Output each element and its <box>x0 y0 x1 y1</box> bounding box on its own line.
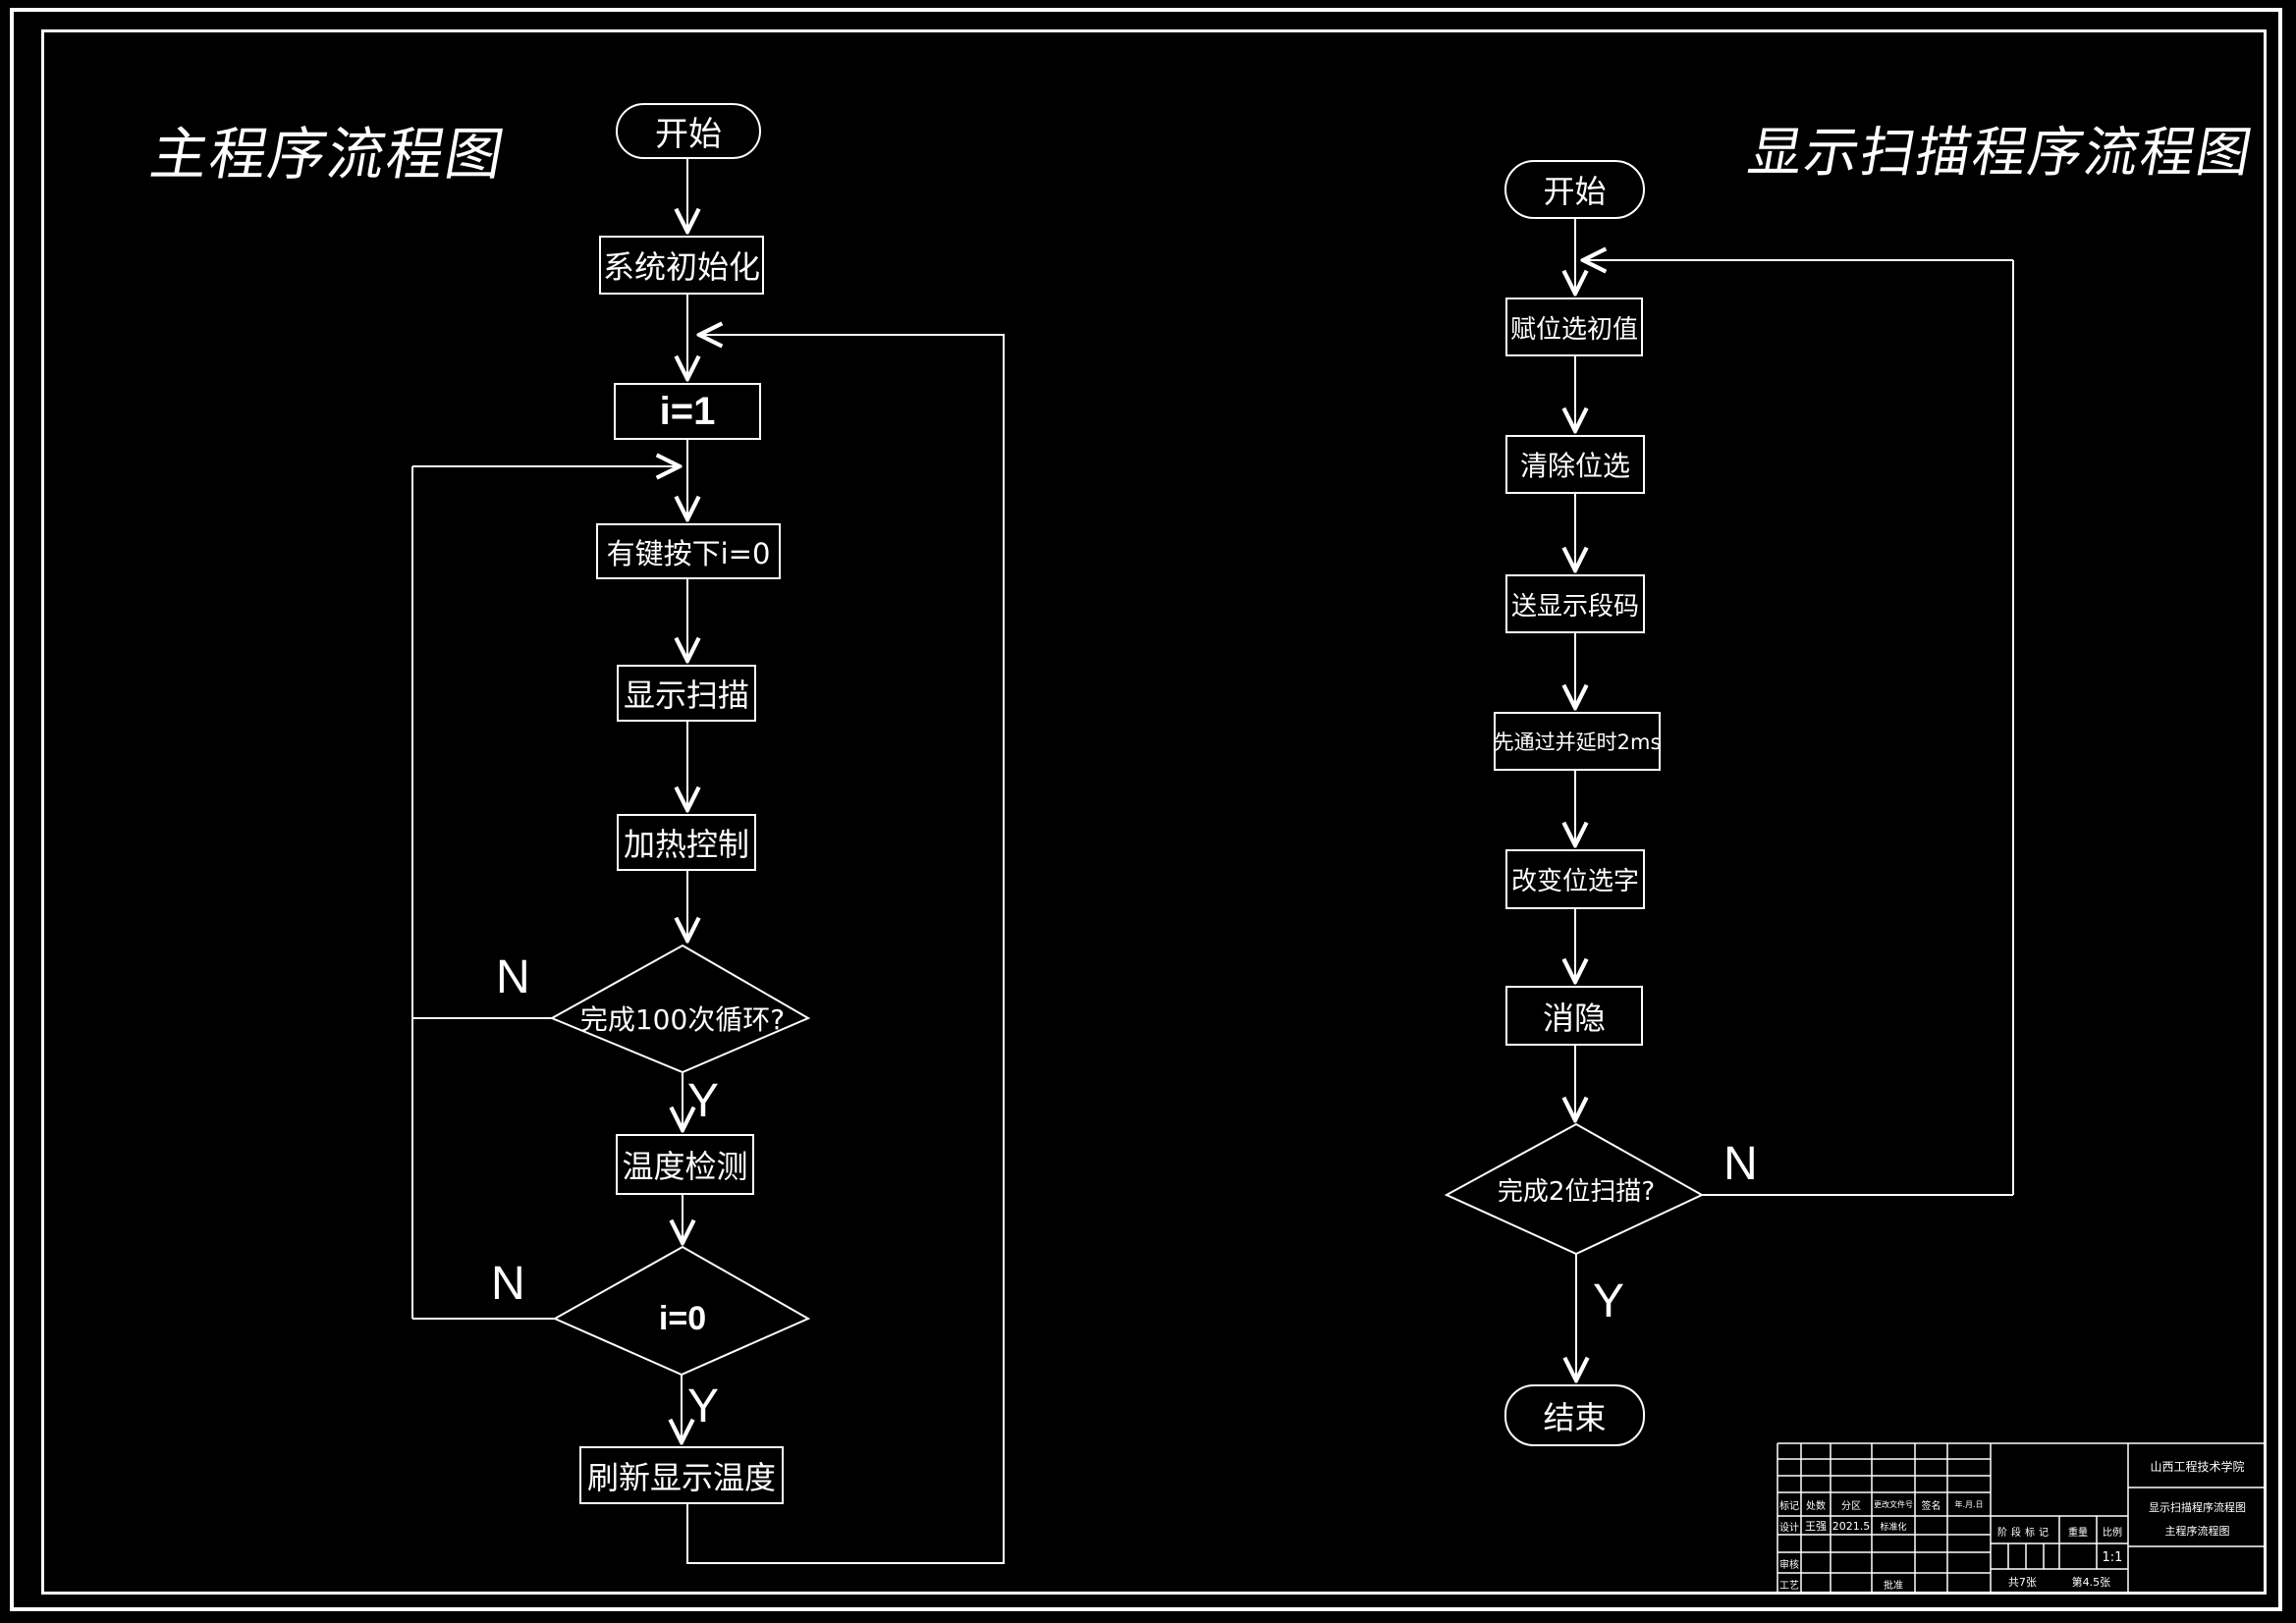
decision-i-zero: i=0 <box>658 1299 707 1337</box>
node-refresh-display: 刷新显示温度 <box>579 1446 784 1504</box>
node-blanking: 消隐 <box>1505 986 1643 1046</box>
tb-standardization-label: 标准化 <box>1880 1522 1907 1533</box>
node-temp-detect: 温度检测 <box>616 1134 754 1195</box>
branch-label-i-y: Y <box>687 1380 720 1433</box>
right-chart-title: 显示扫描程序流程图 <box>1743 121 2259 184</box>
tb-header-date: 年.月.日 <box>1954 1499 1984 1509</box>
node-gate-delay: 先通过并延时2ms <box>1494 712 1661 771</box>
node-assign-initial: 赋位选初值 <box>1505 298 1643 356</box>
node-system-init: 系统初始化 <box>599 236 764 295</box>
node-clear-bit-select: 清除位选 <box>1505 435 1645 494</box>
tb-process-label: 工艺 <box>1779 1580 1799 1592</box>
node-send-segment-code: 送显示段码 <box>1505 574 1645 633</box>
sheet-inner-frame <box>41 29 2267 1595</box>
node-heat-control: 加热控制 <box>617 814 756 871</box>
tb-date-value: 2021.5 <box>1831 1519 1871 1533</box>
tb-review-label: 审核 <box>1779 1559 1799 1571</box>
tb-scale-label: 比例 <box>2103 1527 2122 1539</box>
tb-designer-name: 王强 <box>1805 1520 1827 1533</box>
node-right-start: 开始 <box>1504 160 1645 219</box>
tb-school-name: 山西工程技术学院 <box>2150 1459 2245 1474</box>
tb-scale-value: 1:1 <box>2102 1549 2123 1565</box>
tb-header-signature: 签名 <box>1921 1500 1941 1512</box>
left-chart-title: 主程序流程图 <box>145 121 512 188</box>
decision-scan-complete: 完成2位扫描? <box>1497 1176 1656 1207</box>
tb-design-label: 设计 <box>1779 1522 1799 1534</box>
branch-label-scan-n: N <box>1723 1138 1758 1190</box>
decision-loop-100: 完成100次循环? <box>579 1003 786 1036</box>
tb-drawing-title-line2: 主程序流程图 <box>2164 1525 2230 1538</box>
tb-header-change-file: 更改文件号 <box>1874 1499 1913 1509</box>
tb-header-count: 处数 <box>1806 1500 1826 1512</box>
node-change-bit-select: 改变位选字 <box>1505 849 1645 909</box>
tb-weight-label: 重量 <box>2068 1527 2088 1539</box>
node-left-start: 开始 <box>616 103 761 159</box>
sheet-outer-border <box>10 8 2282 1611</box>
tb-header-mark: 标记 <box>1779 1500 1799 1512</box>
node-key-press: 有键按下i=0 <box>596 523 781 579</box>
branch-label-scan-y: Y <box>1593 1275 1625 1327</box>
branch-label-loop-y: Y <box>687 1075 720 1127</box>
tb-approve-label: 批准 <box>1884 1580 1903 1592</box>
tb-sheet-number: 第4.5张 <box>2071 1576 2111 1589</box>
node-right-end: 结束 <box>1504 1384 1645 1446</box>
tb-drawing-title-line1: 显示扫描程序流程图 <box>2149 1501 2246 1514</box>
node-set-i: i=1 <box>614 383 761 440</box>
tb-sheet-info: 共7张 第4.5张 <box>1991 1571 2128 1593</box>
branch-label-i-n: N <box>491 1258 525 1310</box>
tb-stage-mark-label: 阶段标记 <box>1997 1527 2052 1539</box>
tb-header-zone: 分区 <box>1841 1500 1861 1512</box>
branch-label-loop-n: N <box>496 951 530 1003</box>
tb-sheet-total: 共7张 <box>2007 1576 2037 1589</box>
node-display-scan: 显示扫描 <box>617 665 756 722</box>
